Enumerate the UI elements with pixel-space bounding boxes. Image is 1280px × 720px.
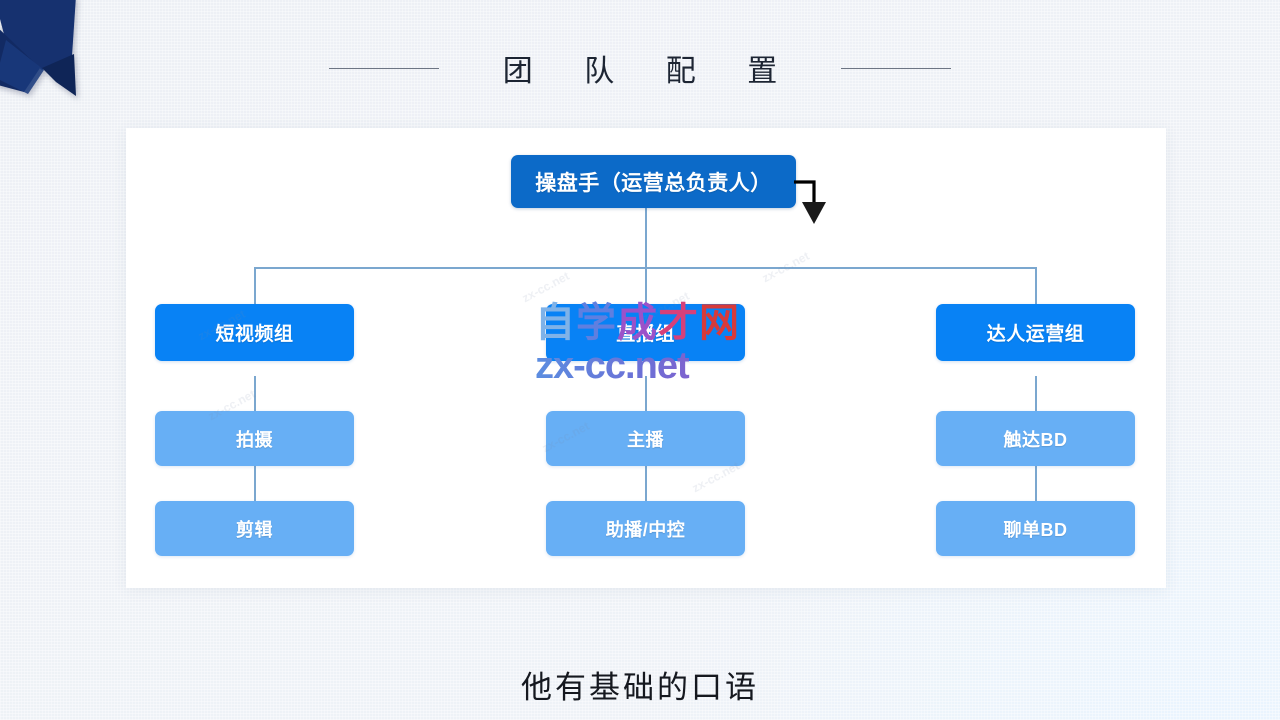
title-bar: 团 队 配 置 (0, 42, 1280, 94)
page-title: 团 队 配 置 (502, 55, 800, 88)
connector-branch-3 (1035, 267, 1037, 304)
connector-group2-child1 (645, 376, 647, 411)
org-node-group-short-video[interactable]: 短视频组 (155, 304, 354, 361)
connector-branch-1 (254, 267, 256, 304)
down-arrow-icon (794, 180, 826, 224)
title-rule-left (328, 67, 439, 69)
connector-root-down (645, 208, 647, 267)
org-node-host[interactable]: 主播 (546, 411, 745, 466)
title-rule-right (841, 67, 952, 69)
caption-text: 他有基础的口语 (521, 670, 759, 705)
org-node-outreach-bd[interactable]: 触达BD (936, 411, 1135, 466)
connector-group1-child1 (254, 376, 256, 411)
connector-branch-2 (645, 267, 647, 304)
org-node-group-talent[interactable]: 达人运营组 (936, 304, 1135, 361)
org-node-group-live[interactable]: 直播组 (546, 304, 745, 361)
org-chart: 操盘手（运营总负责人） 短视频组 直播组 达人运营组 拍摄 剪辑 主播 助播/中… (126, 128, 1166, 588)
org-node-chat-bd[interactable]: 聊单BD (936, 501, 1135, 556)
org-node-root[interactable]: 操盘手（运营总负责人） (511, 155, 796, 208)
org-node-edit[interactable]: 剪辑 (155, 501, 354, 556)
org-node-shoot[interactable]: 拍摄 (155, 411, 354, 466)
connector-group3-child1 (1035, 376, 1037, 411)
connector-group1-child2 (254, 466, 256, 501)
corner-ribbon-decoration (0, 0, 76, 96)
connector-group2-child2 (645, 466, 647, 501)
org-node-assistant-host[interactable]: 助播/中控 (546, 501, 745, 556)
connector-group3-child2 (1035, 466, 1037, 501)
